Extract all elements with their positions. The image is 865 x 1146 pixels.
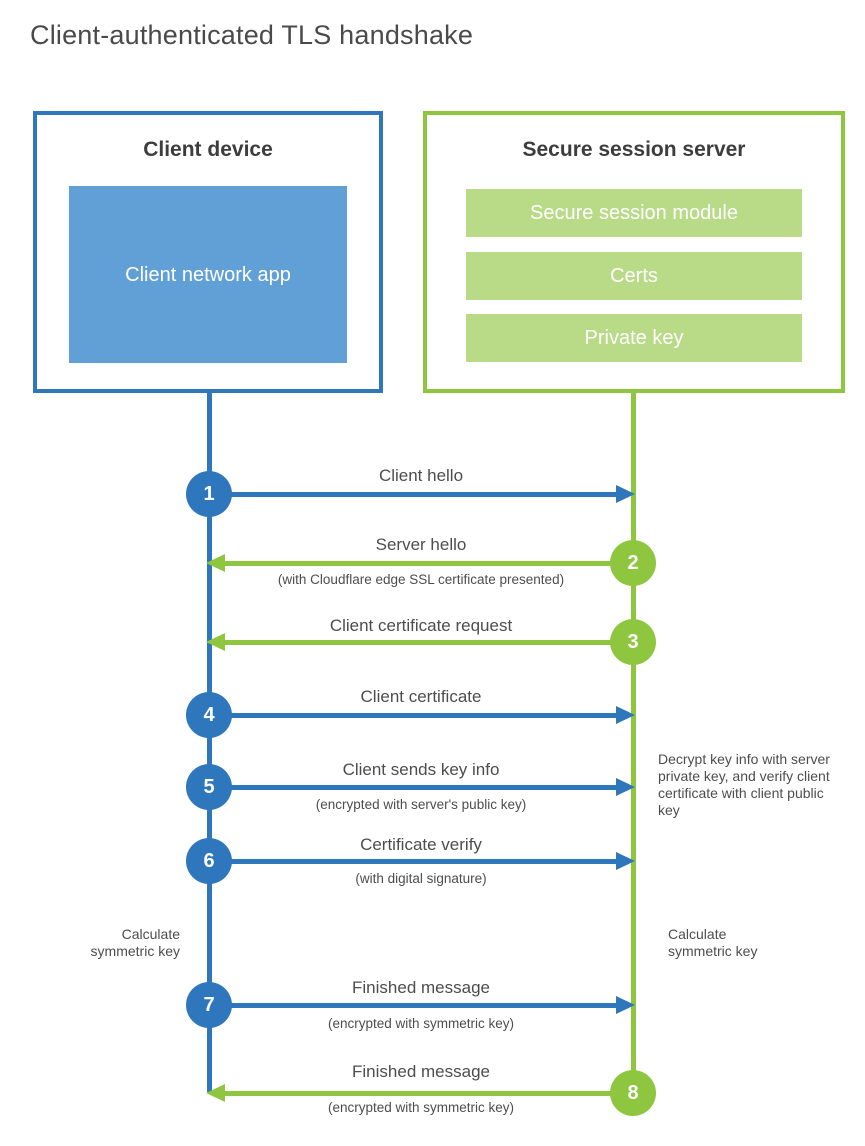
calculate-symmetric-key-server-note: Calculate symmetric key	[668, 926, 758, 959]
step-2-sublabel: (with Cloudflare edge SSL certificate pr…	[277, 572, 565, 587]
step-4-label: Client certificate	[360, 687, 482, 706]
step-6-arrowhead-icon	[616, 852, 635, 870]
client-network-app-box: Client network app	[69, 186, 347, 363]
step-8-sublabel: (encrypted with symmetric key)	[327, 1100, 515, 1115]
step-8-badge: 8	[610, 1070, 656, 1116]
step-6-sublabel: (with digital signature)	[355, 871, 487, 886]
step-1-arrow	[231, 492, 617, 497]
step-5-badge: 5	[186, 764, 232, 810]
step-8-label: Finished message	[352, 1062, 490, 1081]
server-private-key-bar: Private key	[466, 314, 802, 362]
client-lifeline	[207, 393, 212, 1092]
client-network-app-label: Client network app	[125, 263, 291, 286]
secure-session-server-title: Secure session server	[522, 138, 746, 161]
secure-session-server-box: Secure session server Secure session mod…	[423, 111, 845, 393]
step-3-arrowhead-icon	[206, 633, 225, 651]
page-title: Client-authenticated TLS handshake	[30, 20, 474, 50]
step-7-label: Finished message	[352, 978, 490, 997]
server-certs-bar: Certs	[466, 252, 802, 300]
step-7-arrowhead-icon	[616, 996, 635, 1014]
server-lifeline	[631, 393, 636, 1093]
step-8-arrow	[223, 1091, 611, 1096]
step-2-arrow	[223, 561, 611, 566]
decrypt-verify-note: Decrypt key info with server private key…	[658, 751, 830, 818]
step-2-label: Server hello	[375, 535, 467, 554]
step-8-arrowhead-icon	[206, 1084, 225, 1102]
step-3-label: Client certificate request	[329, 616, 513, 635]
step-3-badge: 3	[610, 619, 656, 665]
client-device-box: Client device Client network app	[33, 111, 383, 393]
step-2-badge: 2	[610, 540, 656, 586]
step-6-badge: 6	[186, 838, 232, 884]
step-3-arrow	[223, 640, 611, 645]
step-4-badge: 4	[186, 692, 232, 738]
step-7-badge: 7	[186, 982, 232, 1028]
server-module-bar: Secure session module	[466, 189, 802, 237]
step-5-label: Client sends key info	[342, 760, 500, 779]
step-2-arrowhead-icon	[206, 554, 225, 572]
step-5-arrow	[231, 785, 617, 790]
client-device-title: Client device	[143, 138, 273, 161]
step-1-badge: 1	[186, 471, 232, 517]
step-5-arrowhead-icon	[616, 778, 635, 796]
step-7-arrow	[231, 1003, 617, 1008]
step-6-arrow	[231, 859, 617, 864]
step-7-sublabel: (encrypted with symmetric key)	[327, 1016, 515, 1031]
step-6-label: Certificate verify	[360, 835, 482, 854]
step-4-arrowhead-icon	[616, 706, 635, 724]
calculate-symmetric-key-client-note: Calculate symmetric key	[90, 926, 180, 959]
step-4-arrow	[231, 713, 617, 718]
step-1-label: Client hello	[378, 466, 464, 485]
step-5-sublabel: (encrypted with server's public key)	[315, 797, 527, 812]
step-1-arrowhead-icon	[616, 485, 635, 503]
